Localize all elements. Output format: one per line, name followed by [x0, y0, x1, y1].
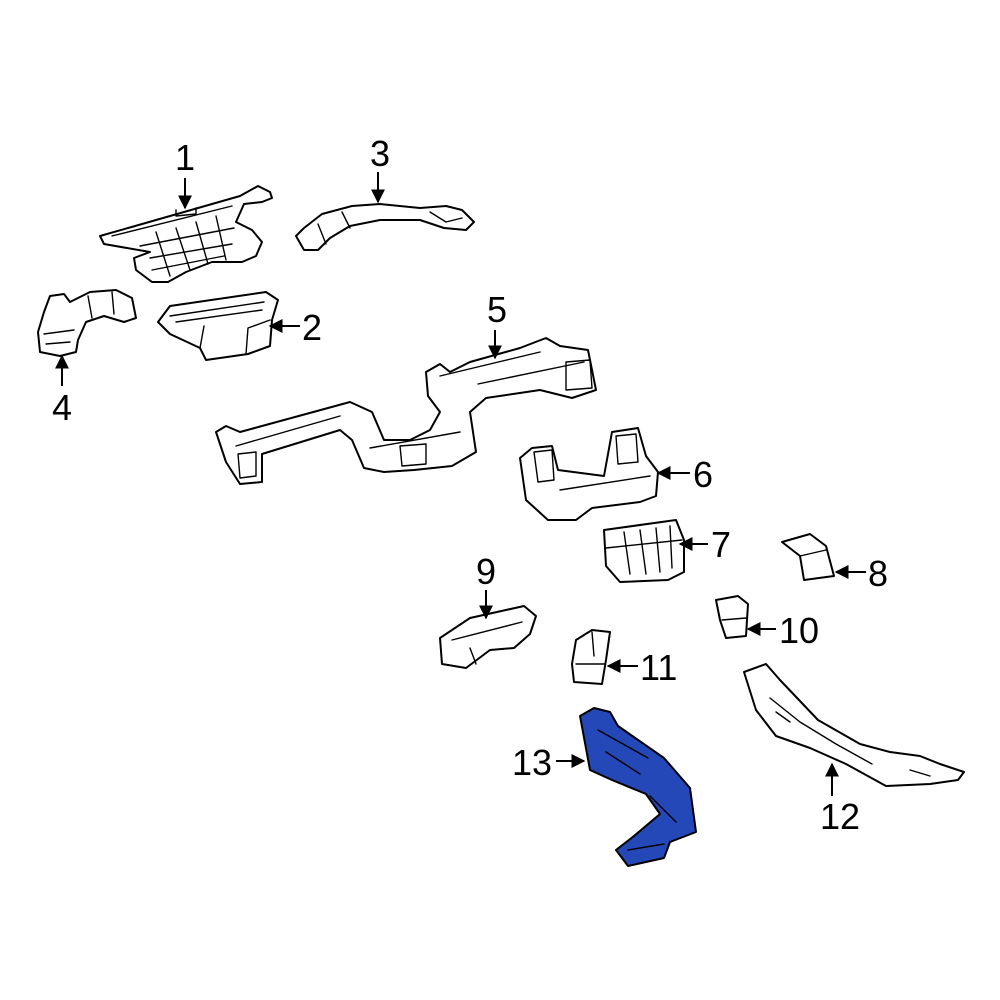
leader-lines: [55, 172, 866, 796]
callout-2: 2: [302, 307, 322, 348]
part-7-vent-register[interactable]: [603, 519, 685, 583]
callout-9: 9: [476, 551, 496, 592]
part-2-vent-duct[interactable]: [157, 291, 279, 361]
callout-1: 1: [175, 137, 195, 178]
callout-5: 5: [487, 289, 507, 330]
callout-13: 13: [512, 742, 552, 783]
part-10-connector[interactable]: [715, 595, 749, 639]
part-4-duct-elbow[interactable]: [37, 289, 137, 357]
callout-3: 3: [370, 133, 390, 174]
part-8-clip[interactable]: [781, 533, 835, 581]
part-11-connector[interactable]: [571, 629, 611, 685]
part-5-center-duct[interactable]: [215, 337, 597, 485]
callout-6: 6: [693, 454, 713, 495]
part-9-duct-bracket[interactable]: [439, 605, 537, 669]
part-1-defroster-grille[interactable]: [99, 185, 273, 283]
callout-labels: 1 2 3 4 5 6 7 8 9 10 11 12 13: [52, 133, 888, 837]
part-12-floor-duct[interactable]: [743, 663, 965, 787]
callout-10: 10: [779, 610, 819, 651]
callout-11: 11: [640, 647, 677, 688]
part-3-duct-hose[interactable]: [295, 203, 475, 251]
part-6-lower-duct[interactable]: [519, 427, 659, 521]
callout-7: 7: [711, 524, 731, 565]
part-13-duct[interactable]: [579, 707, 697, 867]
callout-4: 4: [52, 387, 72, 428]
callout-12: 12: [820, 796, 860, 837]
callout-8: 8: [868, 553, 888, 594]
